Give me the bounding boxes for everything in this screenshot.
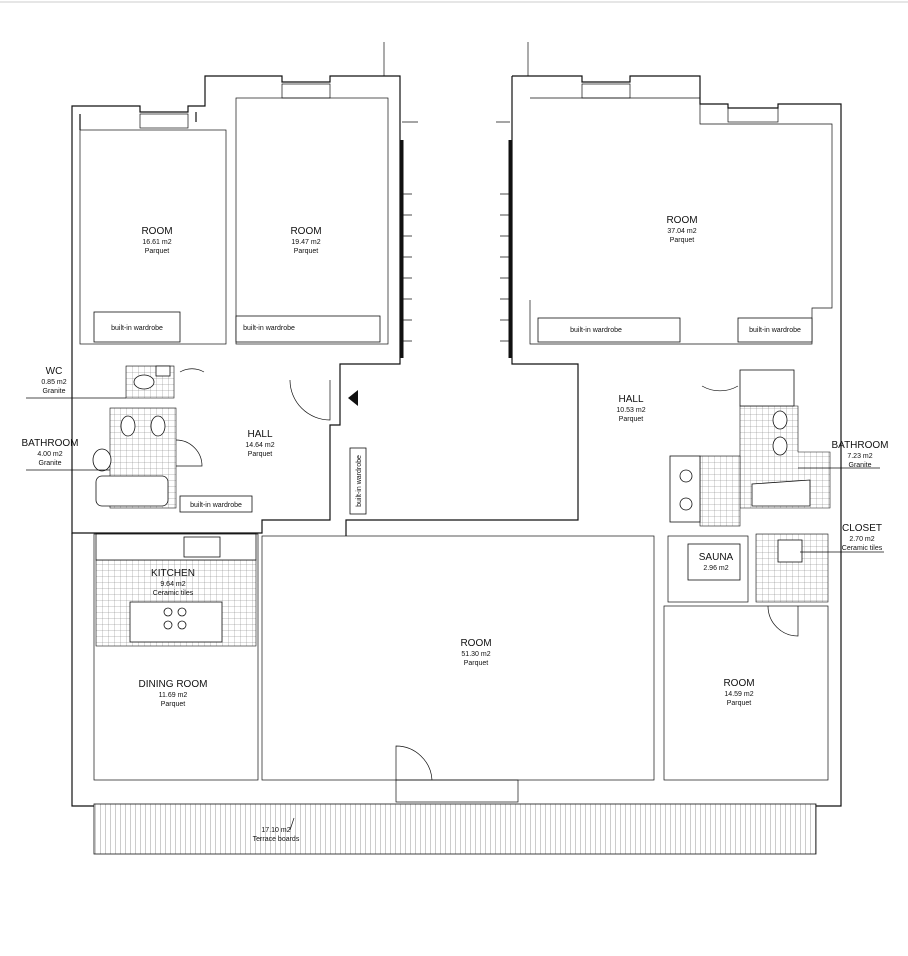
kitchen-area: 9.64 m2	[160, 581, 185, 588]
wc-toilet	[133, 374, 155, 390]
room-3-floor: Parquet	[670, 237, 695, 244]
room-4-door	[767, 605, 799, 637]
living-room-door	[395, 745, 433, 781]
room-2-area: 19.47 m2	[291, 239, 320, 246]
bathroom-right-name: BATHROOM	[831, 440, 888, 451]
bathroom-left-area: 4.00 m2	[37, 451, 62, 458]
wc-area: 0.85 m2	[41, 379, 66, 386]
terrace-leader	[289, 817, 295, 831]
room-4-floor: Parquet	[727, 700, 752, 707]
living-room-area: 51.30 m2	[461, 651, 490, 658]
bathroom-right-area: 7.23 m2	[847, 453, 872, 460]
wardrobe-3-label: built-in wardrobe	[570, 327, 622, 334]
wardrobe-5-label: built-in wardrobe	[190, 502, 242, 509]
dining-room-floor: Parquet	[161, 701, 186, 708]
kitchen-counter	[95, 533, 257, 561]
sink-left	[92, 448, 112, 472]
shower-area	[699, 455, 741, 527]
living-room-floor: Parquet	[464, 660, 489, 667]
kitchen-sink	[183, 536, 221, 558]
side-callouts: WC 0.85 m2 Granite BATHROOM 4.00 m2 Gran…	[21, 366, 888, 552]
bedroom-door	[179, 368, 205, 373]
sauna-name: SAUNA	[699, 552, 734, 563]
room-4-area: 14.59 m2	[724, 691, 753, 698]
room-labels: ROOM 16.61 m2 Parquet ROOM 19.47 m2 Parq…	[139, 215, 755, 843]
sauna-bench	[687, 543, 741, 581]
wardrobe-6	[349, 447, 367, 515]
room-4-walls	[663, 605, 829, 781]
room-3-name: ROOM	[666, 215, 697, 226]
hall-door-1	[289, 379, 331, 421]
room-1-floor: Parquet	[145, 248, 170, 255]
bidet-right	[772, 436, 788, 456]
room-1-area: 16.61 m2	[142, 239, 171, 246]
outer-walls	[71, 42, 842, 807]
top-rooms-walls	[79, 83, 833, 345]
hall-left-name: HALL	[247, 429, 272, 440]
bathroom-left-name: BATHROOM	[21, 438, 78, 449]
living-room-name: ROOM	[460, 638, 491, 649]
terrace-floor: Terrace boards	[253, 836, 300, 843]
hall-left-area: 14.64 m2	[245, 442, 274, 449]
sauna-area: 2.96 m2	[703, 565, 728, 572]
wardrobe-1-label: built-in wardrobe	[111, 325, 163, 332]
bathtub-right	[739, 369, 795, 407]
sauna-walls	[667, 535, 749, 603]
wc-sink	[155, 365, 171, 377]
kitchen-name: KITCHEN	[151, 568, 195, 579]
hall-right-area: 10.53 m2	[616, 407, 645, 414]
hall-left-floor: Parquet	[248, 451, 273, 458]
sink-right-1	[679, 469, 693, 483]
corner-bath	[751, 479, 811, 507]
toilet-left	[120, 415, 136, 437]
closet-floor: Ceramic tiles	[842, 545, 883, 552]
terrace-deck	[93, 803, 817, 855]
room-2-floor: Parquet	[294, 248, 319, 255]
wc-name: WC	[46, 366, 63, 377]
terrace-area: 17.10 m2	[261, 827, 290, 834]
wardrobe-6-label: built-in wardrobe	[356, 455, 363, 507]
entrance-arrow	[348, 390, 358, 406]
hob-3	[163, 620, 173, 630]
wc-floor: Granite	[43, 388, 66, 395]
hall-door-2	[701, 385, 739, 392]
wardrobe-2	[235, 315, 381, 343]
wardrobe-1	[93, 311, 181, 343]
closet-area: 2.70 m2	[849, 536, 874, 543]
kitchen-floor-type: Ceramic tiles	[153, 590, 194, 597]
bathroom-right-floor: Granite	[849, 462, 872, 469]
bathroom-left-floor: Granite	[39, 460, 62, 467]
room-4-name: ROOM	[723, 678, 754, 689]
wardrobe-5	[179, 495, 253, 513]
hob-4	[177, 620, 187, 630]
wardrobe-4	[737, 317, 813, 343]
double-sink	[669, 455, 701, 523]
closet-fixture	[777, 539, 803, 563]
toilet-right	[772, 410, 788, 430]
wardrobe-2-label: built-in wardrobe	[243, 325, 295, 332]
wardrobe-labels: built-in wardrobe built-in wardrobe buil…	[111, 325, 801, 509]
hall-right-floor: Parquet	[619, 416, 644, 423]
kitchen-island	[129, 601, 223, 643]
room-2-name: ROOM	[290, 226, 321, 237]
bath-door	[175, 439, 203, 467]
living-room-walls	[261, 535, 655, 781]
hob-2	[177, 607, 187, 617]
sink-right-2	[679, 497, 693, 511]
hall-right-name: HALL	[618, 394, 643, 405]
dining-room-name: DINING ROOM	[139, 679, 208, 690]
bidet-left	[150, 415, 166, 437]
balcony-door	[395, 779, 519, 803]
dining-room-area: 11.69 m2	[159, 692, 188, 699]
room-3-area: 37.04 m2	[667, 228, 696, 235]
hob-1	[163, 607, 173, 617]
wardrobe-3	[537, 317, 681, 343]
bathtub-left	[95, 475, 169, 507]
wardrobe-4-label: built-in wardrobe	[749, 327, 801, 334]
room-1-name: ROOM	[141, 226, 172, 237]
closet-name: CLOSET	[842, 523, 882, 534]
